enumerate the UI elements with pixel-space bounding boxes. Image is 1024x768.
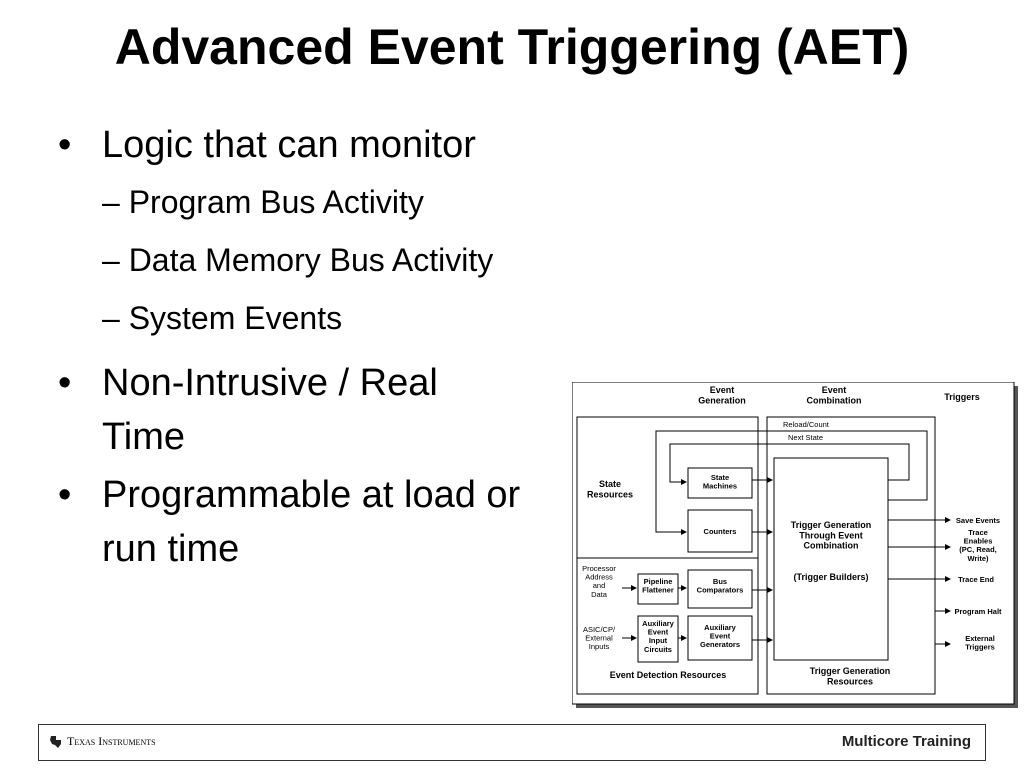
slide-title: Advanced Event Triggering (AET) <box>114 19 910 75</box>
bullet-programmable: Programmable at load or run time <box>58 468 582 576</box>
sub-bullet-system-events: – System Events <box>102 300 343 336</box>
counters-box <box>687 509 753 553</box>
sub-bullet-program-bus: – Program Bus Activity <box>102 184 424 220</box>
bullet-non-intrusive: Non-Intrusive / Real Time <box>58 356 502 464</box>
footer-bar: Texas Instruments Multicore Training <box>38 724 986 761</box>
header-triggers: Triggers <box>944 392 980 402</box>
pipeline-flattener-box <box>637 573 679 605</box>
state-machines-box <box>687 467 753 499</box>
aux-event-generators-box <box>687 615 753 661</box>
event-combination-region <box>766 416 936 695</box>
aux-input-circuits-box <box>637 615 679 663</box>
output-program-halt: Program Halt <box>954 607 1002 616</box>
company-name: Texas Instruments <box>67 734 156 748</box>
sub-bullet-data-memory-bus: – Data Memory Bus Activity <box>102 242 494 278</box>
bullet-list: Logic that can monitor – Program Bus Act… <box>58 118 578 576</box>
footer-course-title: Multicore Training <box>841 733 971 750</box>
label-counters: Counters <box>704 527 737 536</box>
output-save-events: Save Events <box>956 516 1000 525</box>
label-trigger-builders: (Trigger Builders) <box>793 572 868 582</box>
texas-map-icon <box>50 735 61 748</box>
bus-comparators-box <box>687 569 753 609</box>
reload-count-loop <box>655 430 928 535</box>
event-generation-region <box>576 416 759 695</box>
bullet-logic: Logic that can monitor <box>58 118 578 172</box>
label-event-detection-resources: Event Detection Resources <box>610 670 727 680</box>
trigger-generation-box <box>773 457 889 661</box>
next-state-loop <box>669 443 910 485</box>
ti-logo: Texas Instruments <box>49 734 156 749</box>
label-reload-count: Reload/Count <box>783 420 830 429</box>
label-next-state: Next State <box>788 433 823 442</box>
output-trace-end: Trace End <box>958 575 994 584</box>
